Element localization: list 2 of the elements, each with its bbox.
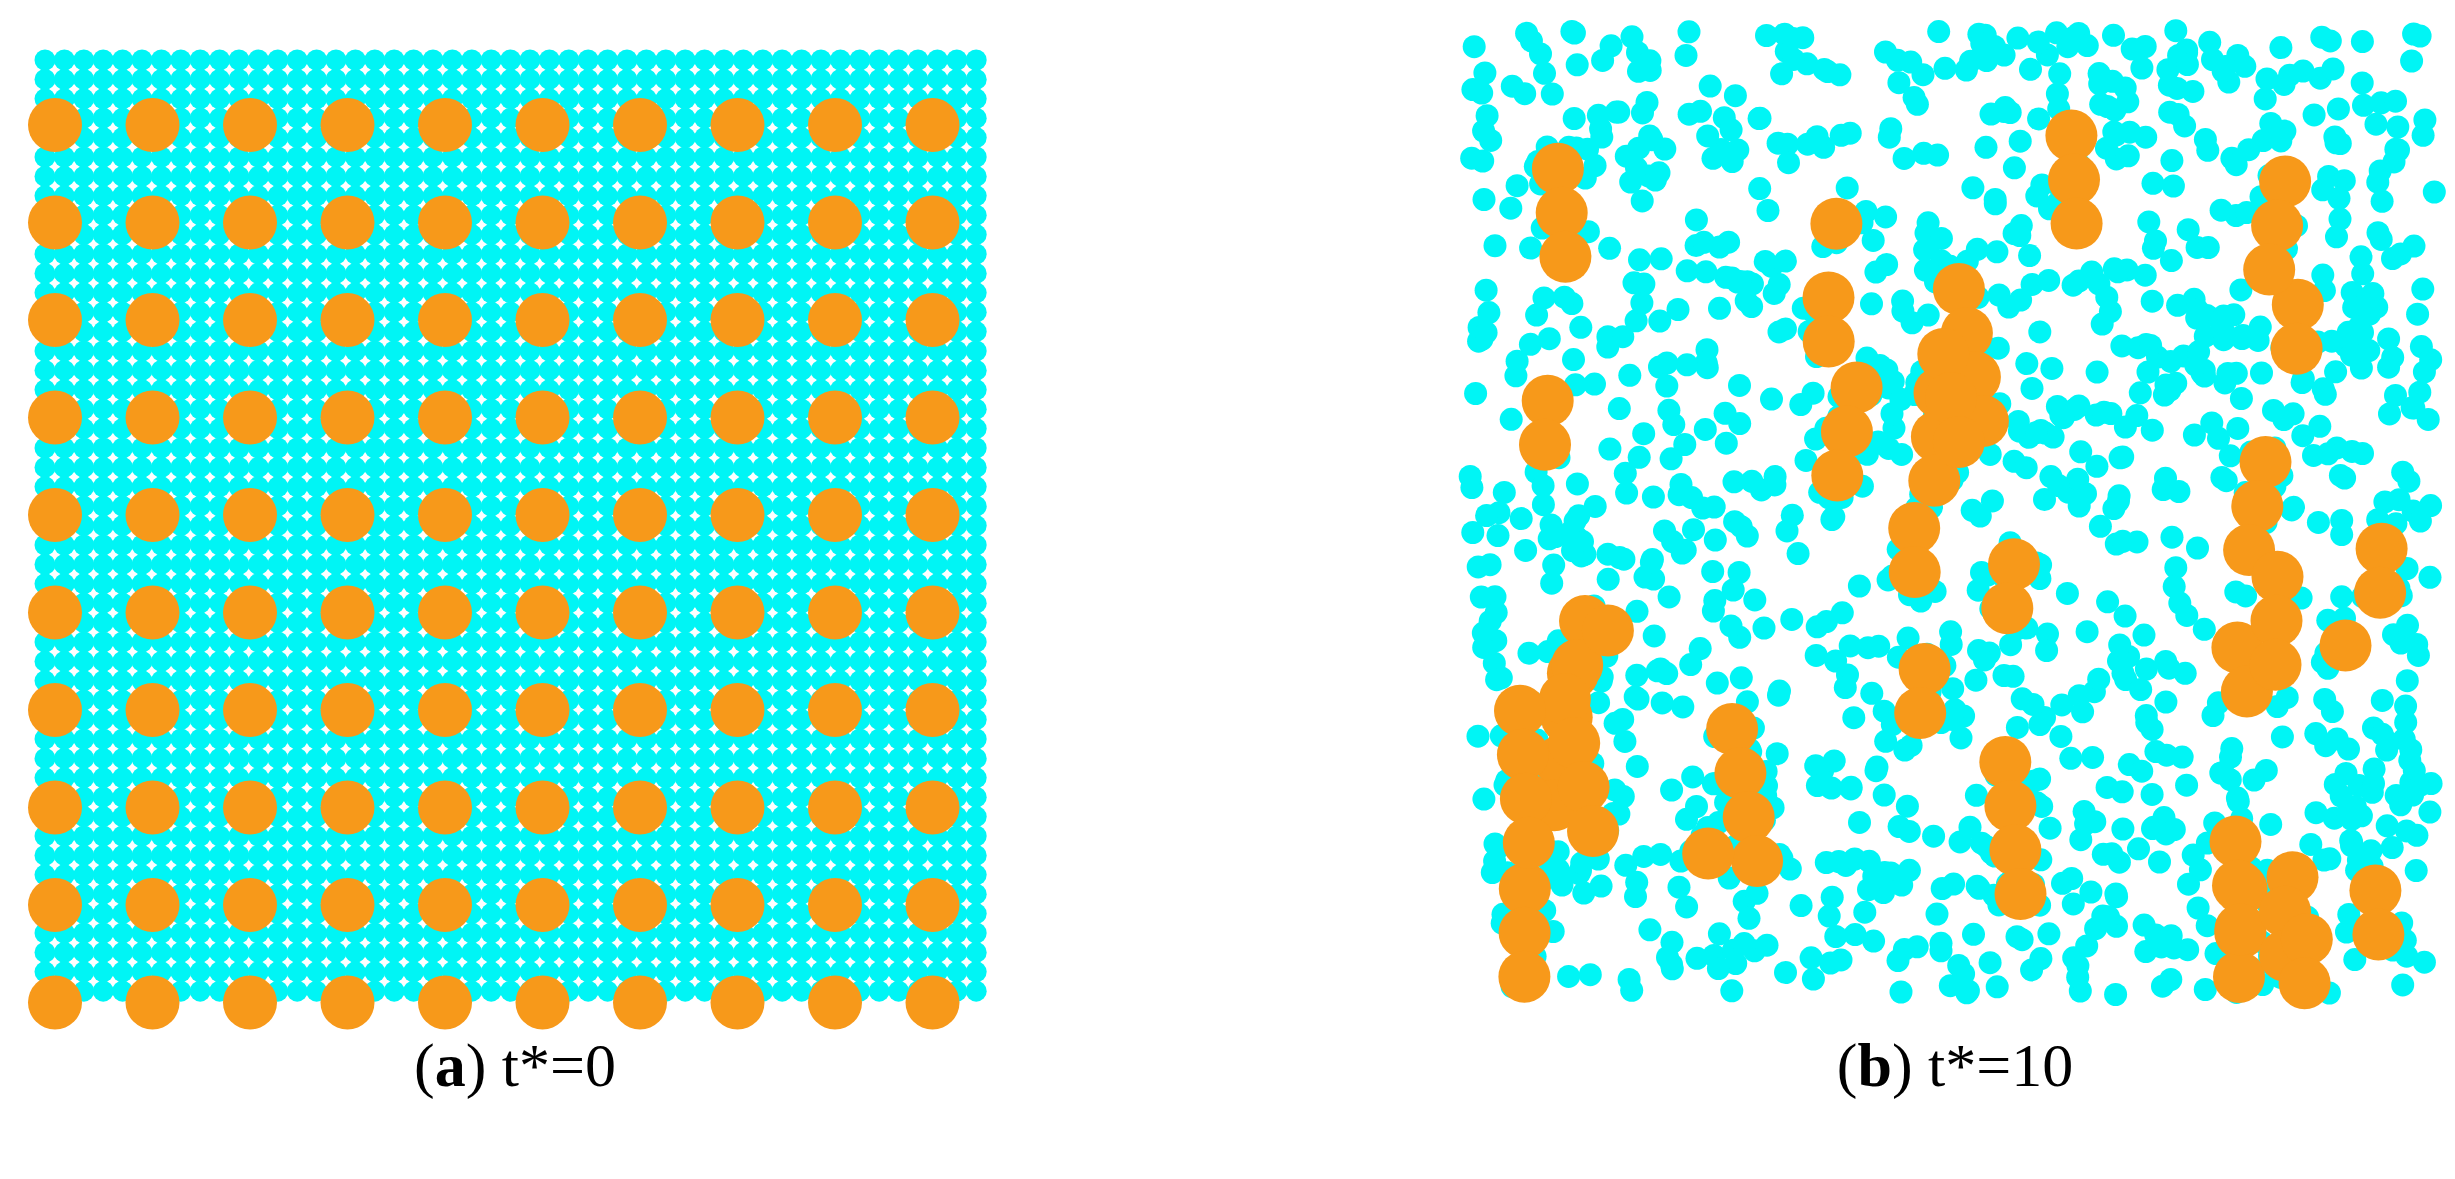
panel-caption: (a) t*=0 xyxy=(414,1030,616,1101)
panel-caption: (b) t*=10 xyxy=(1836,1030,2074,1101)
